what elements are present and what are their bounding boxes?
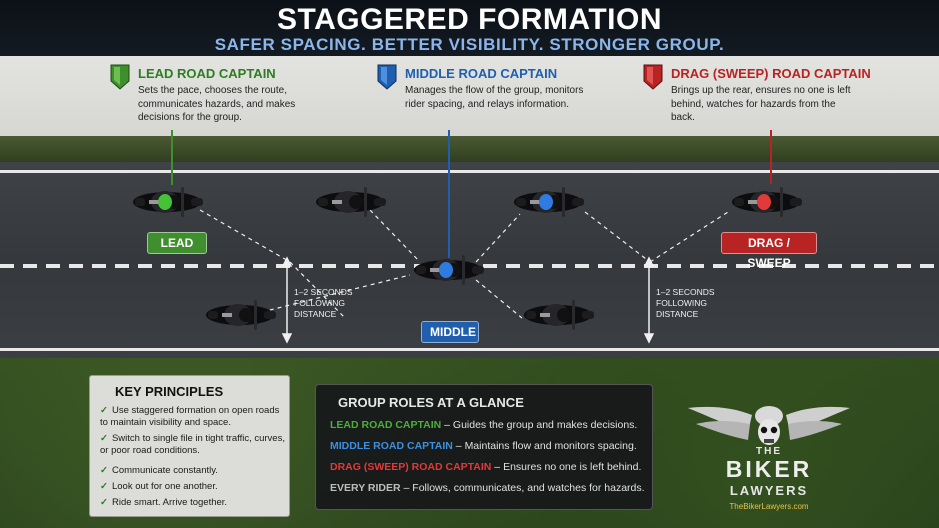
middle-captain-description: Manages the flow of the group, monitors … [405,85,584,110]
brand-the-text: THE [756,446,782,457]
middle-position-tag: MIDDLE [421,321,479,343]
lead-captain-description: Sets the pace, chooses the route, commun… [138,85,296,123]
brand-name: BIKER [725,456,813,482]
drag-motorcycle [732,187,802,217]
lead-captain-title: LEAD ROAD CAPTAIN [138,66,276,81]
middle-captain-title: MIDDLE ROAD CAPTAIN [405,66,558,81]
rider-motorcycle-1 [316,187,386,217]
green-shield-icon [110,64,130,90]
page-title: STAGGERED FORMATION [276,3,663,36]
check-icon: ✓ [100,433,108,444]
middle-support-motorcycle [514,187,584,217]
lead-position-tag: LEAD [147,232,207,254]
role-info-strip [0,56,939,136]
lead-motorcycle [133,187,203,217]
principle-item: ✓Use staggered formation on open roads t… [100,405,280,428]
key-principles-panel: KEY PRINCIPLES ✓Use staggered formation … [89,375,290,517]
check-icon: ✓ [100,481,108,492]
rider-motorcycle-2 [206,300,276,330]
page-subtitle: SAFER SPACING. BETTER VISIBILITY. STRONG… [214,35,725,54]
middle-motorcycle [414,255,484,285]
red-shield-icon [643,64,663,90]
glance-row-every-rider: EVERY RIDER – Follows, communicates, and… [330,482,645,494]
drag-position-tag: DRAG / SWEEP [721,232,817,270]
principle-item: ✓Look out for one another. [100,481,218,492]
glance-row-middle: MIDDLE ROAD CAPTAIN – Maintains flow and… [330,440,637,452]
principle-item: ✓Switch to single file in tight traffic,… [100,433,285,456]
brand-subname: LAWYERS [729,483,809,498]
blue-shield-icon [377,64,397,90]
rider-motorcycle-3 [524,300,594,330]
drag-captain-title: DRAG (SWEEP) ROAD CAPTAIN [671,66,871,81]
group-roles-panel: GROUP ROLES AT A GLANCE LEAD ROAD CAPTAI… [315,384,653,510]
check-icon: ✓ [100,465,108,476]
brand-url: TheBikerLawyers.com [729,502,809,511]
header-banner [0,0,939,56]
glance-row-lead: LEAD ROAD CAPTAIN – Guides the group and… [330,419,638,431]
key-principles-title: KEY PRINCIPLES [115,384,224,399]
following-distance-label-left: 1–2 SECONDS FOLLOWING DISTANCE [294,287,353,319]
road-edge-line-top [0,170,939,173]
road-edge-line-bottom [0,348,939,351]
check-icon: ✓ [100,497,108,508]
grass-verge-top [0,136,939,162]
group-roles-title: GROUP ROLES AT A GLANCE [338,395,524,410]
principle-item: ✓Ride smart. Arrive together. [100,497,228,508]
skull-wings-logo-icon [688,406,850,445]
check-icon: ✓ [100,405,108,416]
principle-item: ✓Communicate constantly. [100,465,218,476]
drag-captain-description: Brings up the rear, ensures no one is le… [671,85,851,123]
glance-row-drag: DRAG (SWEEP) ROAD CAPTAIN – Ensures no o… [330,461,642,473]
following-distance-label-right: 1–2 SECONDS FOLLOWING DISTANCE [656,287,715,319]
distance-arrows [281,256,655,344]
